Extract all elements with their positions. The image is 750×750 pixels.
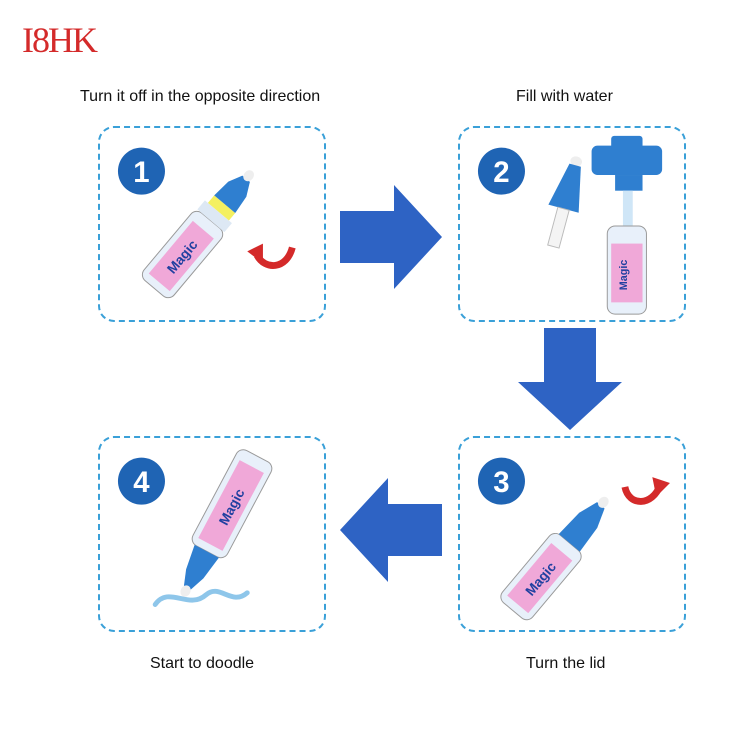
- step-4-caption: Start to doodle: [150, 655, 255, 672]
- faucet-icon: 2 Magic: [477, 135, 663, 315]
- open-cap-icon: 1 Magic: [117, 147, 296, 299]
- doodle-icon: 4 Magic: [117, 449, 273, 607]
- arrow-right-icon: [340, 185, 442, 289]
- brand-logo: I8HK: [22, 20, 100, 60]
- close-cap-icon: 3 Magic: [477, 457, 670, 621]
- step-1-panel: 1 Magic: [98, 126, 326, 322]
- step-4-panel: 4 Magic: [98, 436, 326, 632]
- svg-text:Magic: Magic: [618, 260, 630, 291]
- step-2-panel: 2 Magic: [458, 126, 686, 322]
- step-number: 1: [133, 156, 149, 189]
- svg-text:2: 2: [493, 156, 509, 189]
- arrow-down-icon: [518, 328, 622, 430]
- svg-text:3: 3: [493, 466, 509, 499]
- svg-text:I8HK: I8HK: [22, 20, 98, 60]
- step-1-caption: Turn it off in the opposite direction: [80, 88, 321, 105]
- step-3-caption: Turn the lid: [526, 655, 606, 672]
- step-2-caption: Fill with water: [516, 88, 613, 105]
- svg-text:4: 4: [133, 466, 150, 499]
- step-3-panel: 3 Magic: [458, 436, 686, 632]
- arrow-left-icon: [340, 478, 442, 582]
